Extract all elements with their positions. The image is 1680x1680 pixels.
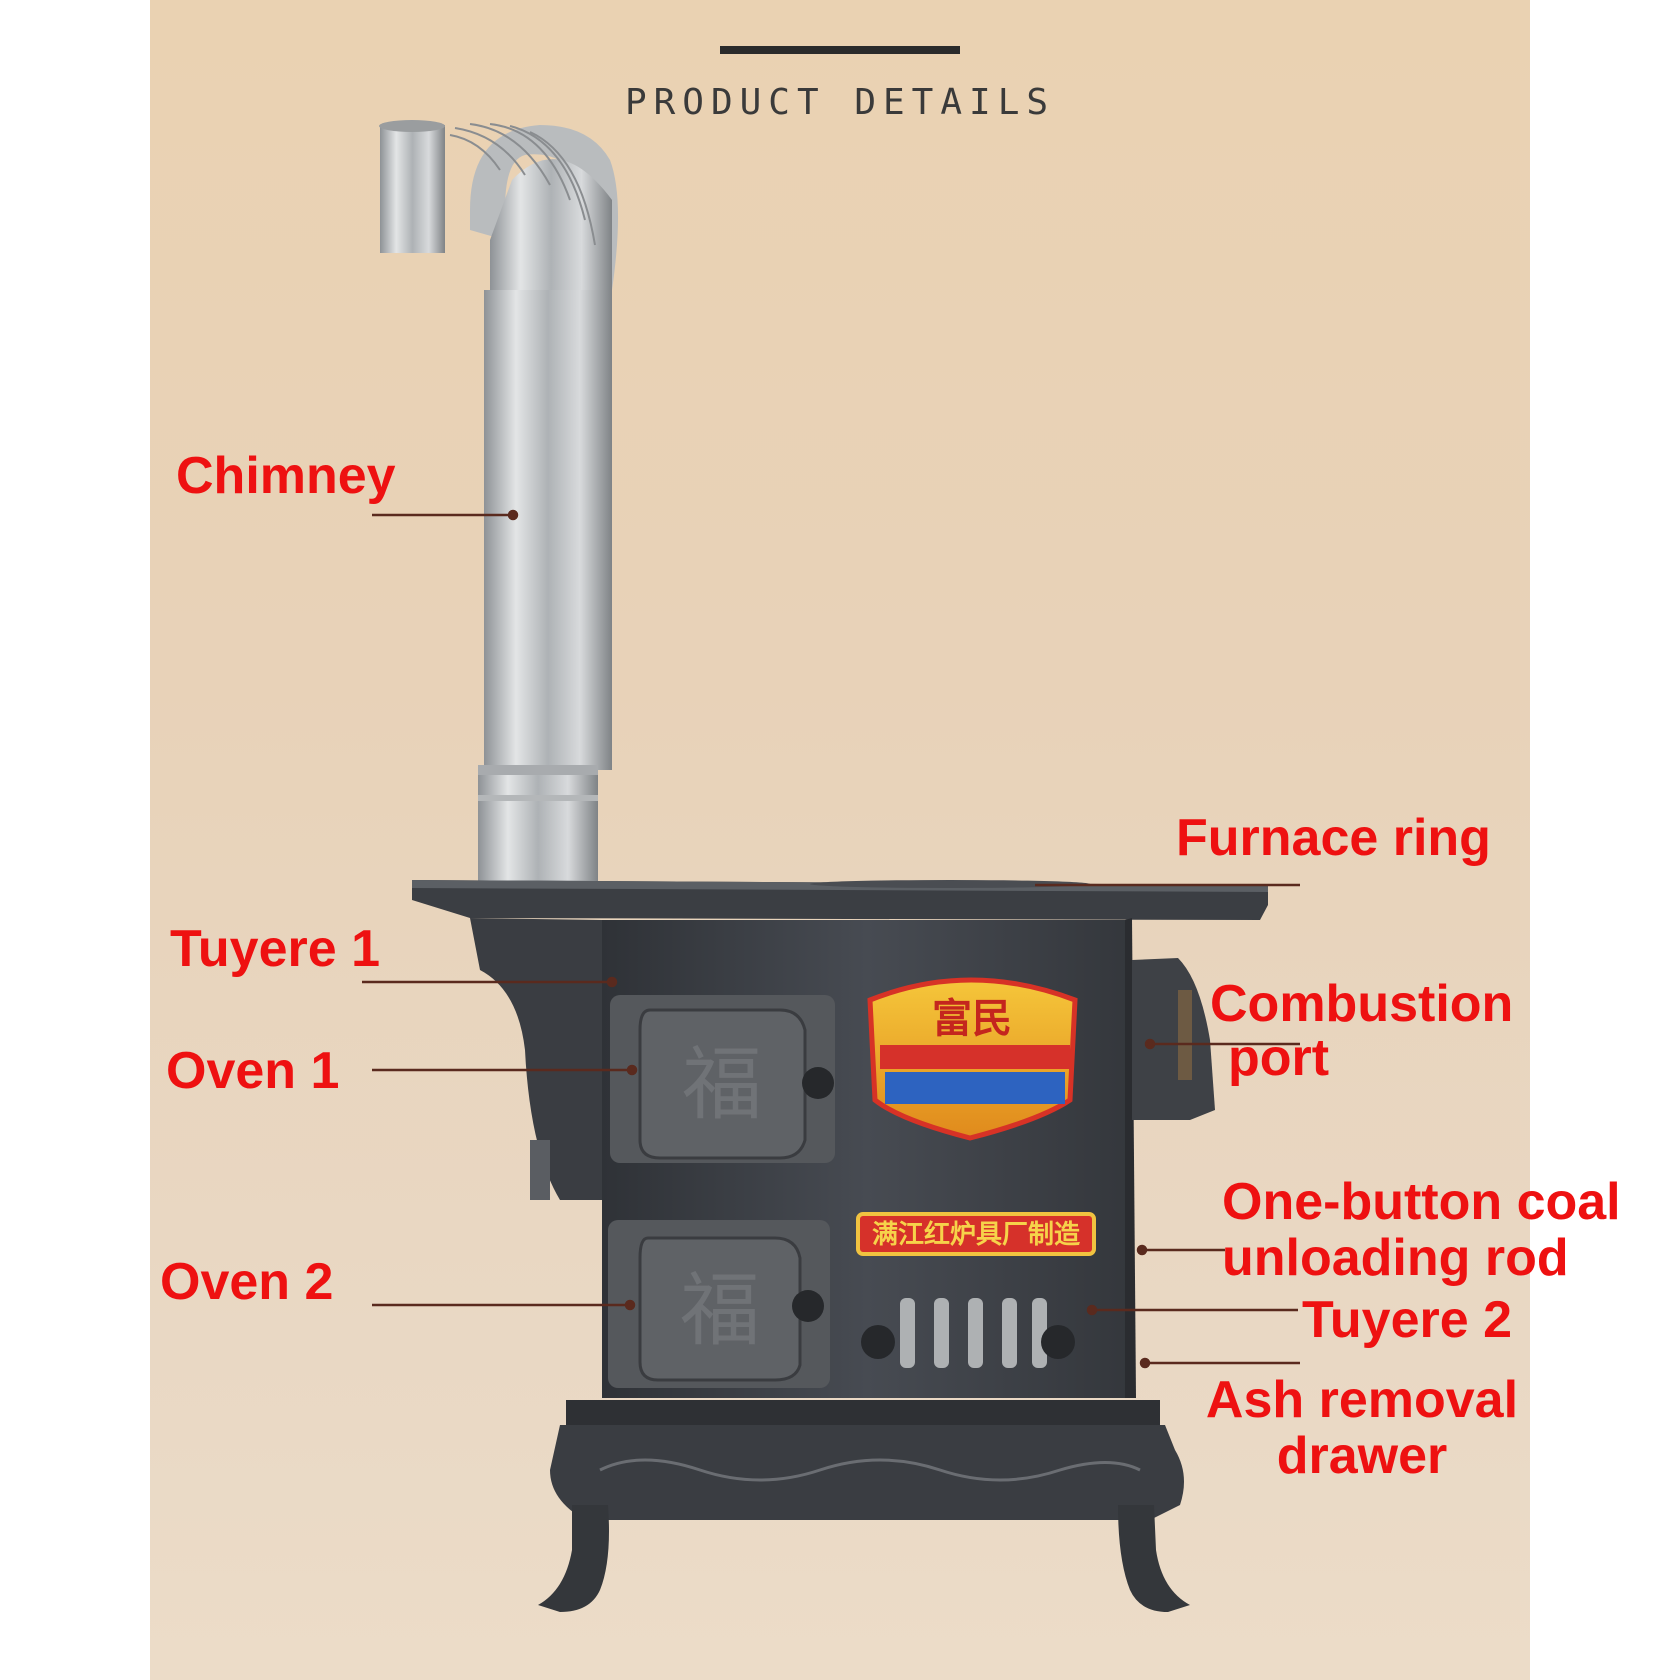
vent-grille <box>861 1298 1075 1368</box>
base-and-legs <box>538 1400 1190 1612</box>
furnace-ring-label: Furnace ring <box>1176 809 1491 867</box>
header-bar <box>720 46 960 54</box>
cooktop <box>412 880 1268 920</box>
tuyere-1-label: Tuyere 1 <box>170 920 381 978</box>
chimney-leader-dot <box>507 509 519 521</box>
oven-1-leader-dot <box>626 1064 638 1076</box>
tuyere-2-label: Tuyere 2 <box>1302 1291 1513 1349</box>
oven-1-door <box>610 995 835 1163</box>
oven-2-emboss: 福 <box>680 1264 760 1357</box>
brand-badge <box>867 977 1078 1141</box>
chimney-label: Chimney <box>176 447 396 505</box>
one-button-label-line2: unloading rod <box>1222 1229 1569 1287</box>
tuyere-1-leader-dot <box>606 976 618 988</box>
one-button-leader-dot <box>1136 1244 1148 1256</box>
combustion-port-leader-dot <box>1144 1038 1156 1050</box>
badge-title: 富民 <box>932 995 1012 1042</box>
tuyere-2-leader-dot <box>1086 1304 1098 1316</box>
oven-2-label: Oven 2 <box>160 1253 334 1311</box>
page-title: PRODUCT DETAILS <box>624 82 1056 123</box>
maker-plate <box>856 1212 1096 1256</box>
oven-2-door <box>608 1220 830 1388</box>
oven-1-label: Oven 1 <box>166 1042 340 1100</box>
combustion-port-label-line1: Combustion <box>1210 975 1514 1033</box>
combustion-port-box <box>1132 958 1215 1120</box>
oven-1-emboss: 福 <box>682 1038 762 1131</box>
left-wing <box>470 918 602 1200</box>
ash-drawer-leader-dot <box>1139 1357 1151 1369</box>
combustion-port-label-line2: port <box>1228 1029 1330 1087</box>
maker-plate-text: 满江红炉具厂制造 <box>872 1219 1080 1250</box>
one-button-label-line1: One-button coal <box>1222 1173 1621 1231</box>
chimney <box>379 120 619 885</box>
oven-2-leader-dot <box>624 1299 636 1311</box>
ash-drawer-label-line1: Ash removal <box>1205 1371 1519 1429</box>
left-side-latch <box>530 1140 550 1200</box>
leader-lines <box>362 509 1300 1369</box>
ash-drawer-label-line2: drawer <box>1276 1427 1448 1485</box>
bellows-ridges <box>449 123 596 246</box>
